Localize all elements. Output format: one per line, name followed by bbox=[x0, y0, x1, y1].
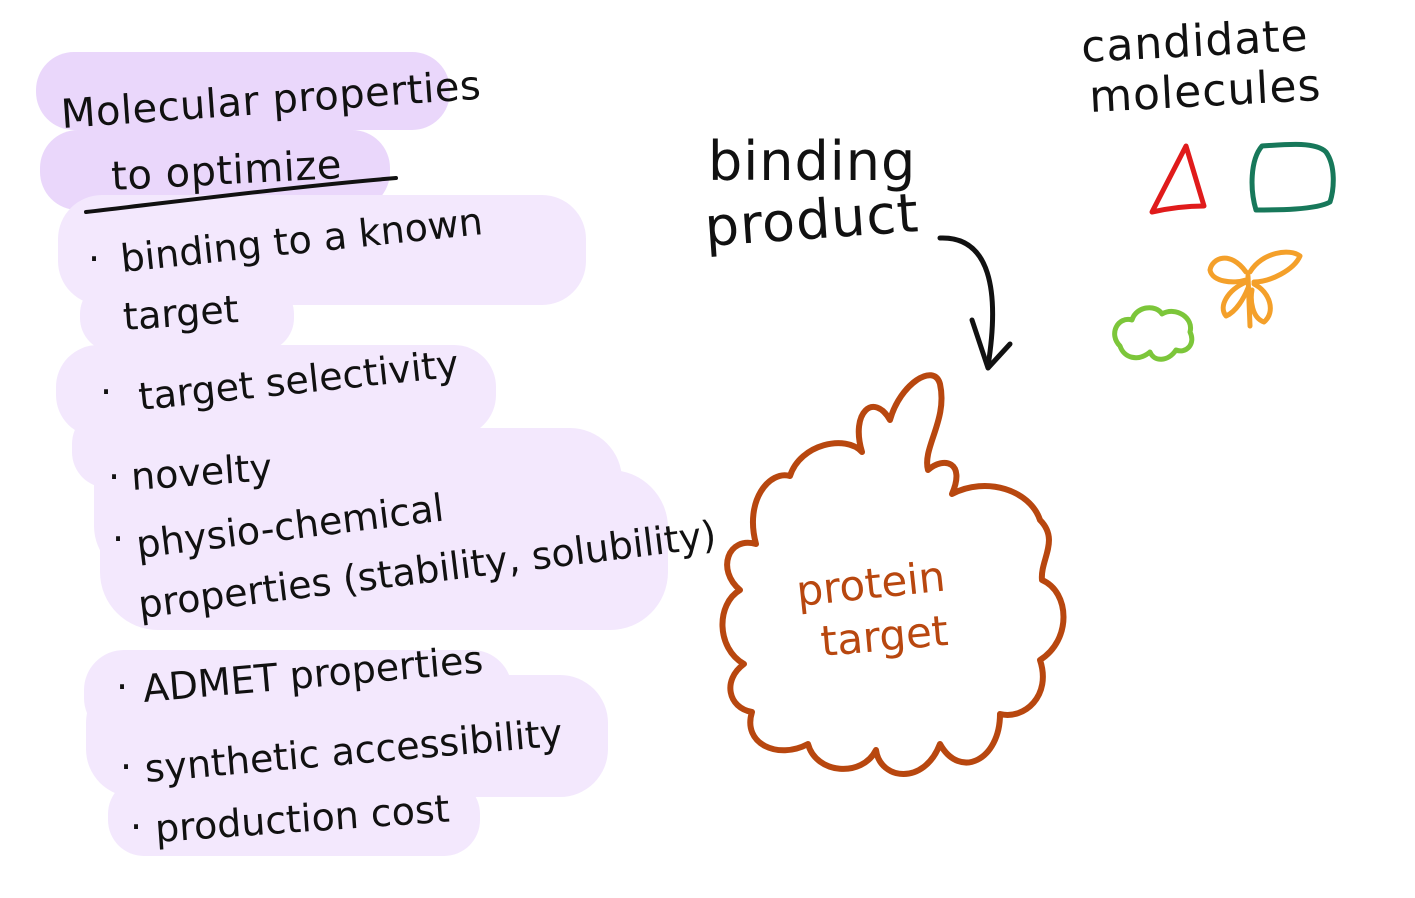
item-highlight-4b bbox=[100, 470, 668, 630]
candidates-label-line-1: candidate bbox=[1080, 10, 1310, 73]
item-highlight-7 bbox=[108, 778, 480, 856]
bullet: · bbox=[100, 370, 112, 414]
candidates-label-line-2: molecules bbox=[1088, 60, 1323, 123]
binding-label-line-2: product bbox=[703, 181, 922, 259]
candidate-molecules-group: candidate molecules bbox=[1080, 10, 1336, 362]
binding-product-group: binding product bbox=[703, 130, 1013, 371]
bullet: · bbox=[116, 665, 128, 709]
protein-target-group: protein target bbox=[719, 372, 1067, 777]
binding-label-line-1: binding bbox=[708, 130, 916, 193]
property-item-binding-cont: target bbox=[122, 287, 240, 339]
item-highlight-1b bbox=[80, 280, 294, 352]
title-highlight-2 bbox=[40, 130, 390, 210]
triangle-molecule-icon bbox=[1149, 143, 1207, 215]
protein-label-line-2: target bbox=[819, 606, 950, 666]
cloud-molecule-icon bbox=[1112, 305, 1195, 362]
protein-label-line-1: protein bbox=[794, 552, 948, 616]
title-highlight-1 bbox=[36, 52, 450, 130]
bullet: · bbox=[108, 455, 120, 499]
title-underline bbox=[84, 176, 398, 214]
bullet: · bbox=[112, 517, 124, 561]
bullet: · bbox=[88, 237, 100, 281]
arrow-curve bbox=[937, 235, 996, 369]
rounded-square-molecule-icon bbox=[1249, 141, 1336, 213]
arrow-head-icon bbox=[969, 317, 1013, 371]
item-highlight-1 bbox=[58, 195, 586, 305]
bullet: · bbox=[130, 805, 142, 849]
bullet: · bbox=[120, 745, 132, 789]
item-highlight-6 bbox=[86, 675, 608, 797]
butterfly-molecule-icon bbox=[1207, 249, 1303, 329]
protein-blob-shape bbox=[719, 372, 1067, 777]
property-item-novelty: novelty bbox=[130, 445, 274, 499]
highlight-strokes bbox=[36, 52, 668, 856]
